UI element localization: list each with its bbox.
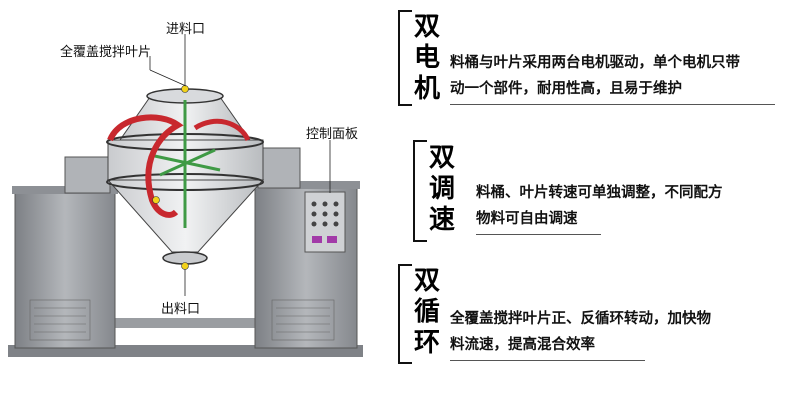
agitator-shaft: [149, 100, 221, 228]
feed-marker: [181, 85, 189, 93]
feature-description: 料桶与叶片采用两台电机驱动，单个电机只带 动一个部件，耐用性高，且易于维护: [450, 55, 740, 97]
left-column: [12, 186, 118, 349]
feature-bracket: [398, 264, 412, 364]
control-panel-box: [304, 191, 346, 253]
discharge-label: 出料口: [161, 302, 201, 317]
control-panel-label: 控制面板: [306, 127, 359, 142]
right-motor-box: [257, 147, 301, 189]
feature-underline: [476, 234, 601, 235]
feature-bracket: [413, 140, 427, 242]
feature-underline: [450, 360, 645, 361]
feature-bracket: [398, 10, 412, 106]
left-motor-box: [64, 156, 111, 194]
stirring-blade: [107, 114, 184, 218]
discharge-marker: [181, 262, 189, 270]
blade-label: 全覆盖搅拌叶片: [60, 45, 152, 60]
feature-title: 双 调 速: [428, 143, 455, 235]
feature-title: 双 电 机: [413, 12, 440, 104]
feature-title: 双 循 环: [413, 266, 440, 358]
control-button: [312, 236, 322, 243]
feed-inlet-label: 进料口: [166, 22, 206, 37]
blade-marker: [152, 196, 160, 204]
feature-description: 全覆盖搅拌叶片正、反循环转动，加快物 料流速，提高混合效率: [450, 311, 711, 353]
feature-description: 料桶、叶片转速可单独调整，不同配方 物料可自由调速: [476, 185, 723, 227]
feature-underline: [450, 104, 775, 105]
mixer-illustration: [8, 34, 363, 357]
control-button: [327, 236, 337, 243]
